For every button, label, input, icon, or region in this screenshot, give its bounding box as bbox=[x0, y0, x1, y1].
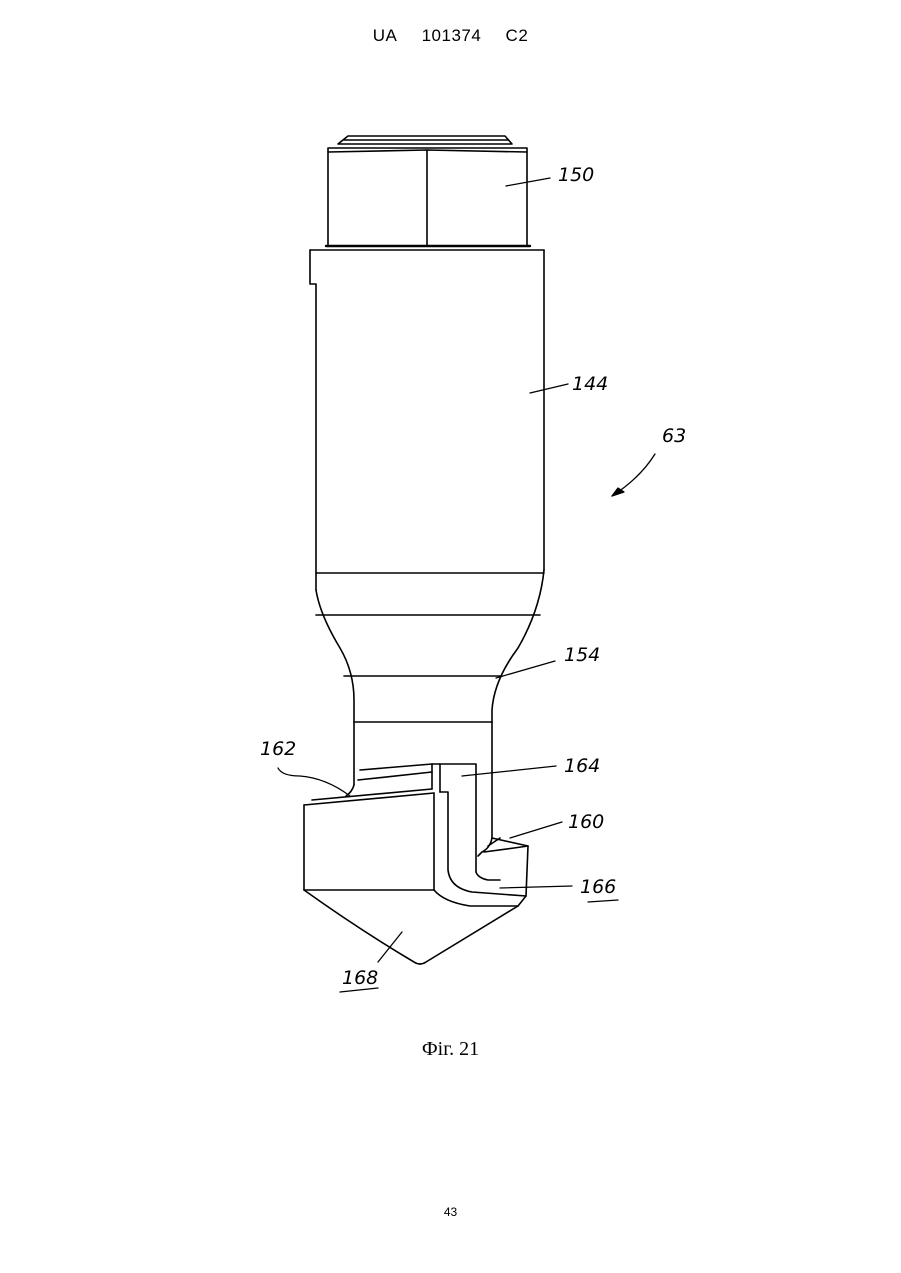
insert-tip bbox=[432, 764, 526, 906]
neck-groove bbox=[346, 764, 432, 796]
label-166: 166 bbox=[580, 876, 616, 898]
label-144: 144 bbox=[572, 373, 608, 395]
label-63: 63 bbox=[662, 425, 686, 447]
figure-caption: Фіг. 21 bbox=[0, 1038, 901, 1061]
top-cap bbox=[338, 136, 512, 144]
cutter-block bbox=[304, 789, 434, 890]
label-150: 150 bbox=[558, 164, 594, 186]
label-164: 164 bbox=[564, 755, 600, 777]
page-number: 43 bbox=[0, 1205, 901, 1219]
conical-tip bbox=[304, 890, 526, 964]
label-154: 154 bbox=[564, 644, 600, 666]
main-body bbox=[310, 250, 544, 838]
hex-nut bbox=[326, 148, 530, 246]
label-162: 162 bbox=[260, 738, 296, 760]
label-168: 168 bbox=[342, 967, 378, 989]
leader-lines bbox=[278, 178, 655, 992]
label-160: 160 bbox=[568, 811, 604, 833]
